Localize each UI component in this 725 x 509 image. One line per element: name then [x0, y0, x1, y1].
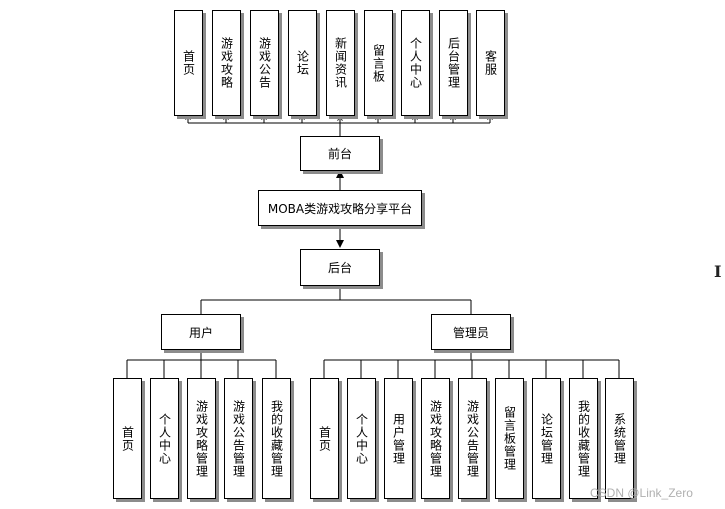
user-item-favorites-management: 我的收藏管理: [262, 378, 291, 499]
user-item-label: 游戏公告管理: [231, 399, 246, 478]
user-item-label: 我的收藏管理: [269, 399, 284, 478]
frontend-item-label: 新闻资讯: [333, 37, 348, 89]
frontend-item-game-guides: 游戏攻略: [212, 10, 241, 116]
admin-item-message-board-management: 留言板管理: [495, 378, 524, 499]
user-item-personal-center: 个人中心: [150, 378, 179, 499]
admin-item-label: 首页: [317, 425, 332, 452]
admin-branches: [323, 360, 620, 378]
admin-item-label: 游戏公告管理: [465, 399, 480, 478]
admin-node: 管理员: [431, 314, 511, 350]
admin-item-system-management: 系统管理: [605, 378, 634, 499]
user-item-label: 个人中心: [157, 412, 172, 465]
watermark: CSDN @Link_Zero: [590, 486, 693, 500]
backend-label: 后台: [327, 261, 352, 275]
root-node: MOBA类游戏攻略分享平台: [258, 190, 422, 226]
admin-item-label: 游戏攻略管理: [428, 399, 443, 478]
admin-item-label: 我的收藏管理: [576, 399, 591, 478]
frontend-item-personal-center: 个人中心: [401, 10, 430, 116]
frontend-item-label: 客服: [483, 50, 498, 76]
frontend-item-label: 留言板: [371, 43, 386, 83]
frontend-item-label: 论坛: [295, 50, 310, 76]
user-item-guide-management: 游戏攻略管理: [187, 378, 216, 499]
frontend-item-game-notices: 游戏公告: [250, 10, 279, 116]
admin-item-guide-management: 游戏攻略管理: [421, 378, 450, 499]
user-item-home: 首页: [113, 378, 142, 499]
admin-label: 管理员: [452, 325, 489, 340]
frontend-item-label: 后台管理: [446, 37, 461, 89]
frontend-item-label: 游戏攻略: [219, 37, 234, 89]
user-node: 用户: [161, 314, 241, 350]
admin-item-label: 留言板管理: [502, 406, 517, 471]
frontend-label: 前台: [327, 147, 352, 161]
frontend-item-customer-service: 客服: [476, 10, 505, 116]
admin-item-forum-management: 论坛管理: [532, 378, 561, 499]
user-item-label: 游戏攻略管理: [194, 399, 209, 478]
user-label: 用户: [188, 325, 213, 340]
user-item-label: 首页: [120, 425, 135, 452]
frontend-item-news: 新闻资讯: [326, 10, 355, 116]
frontend-item-admin-entry: 后台管理: [439, 10, 468, 116]
frontend-item-label: 首页: [181, 50, 196, 76]
admin-item-favorites-management: 我的收藏管理: [569, 378, 598, 499]
admin-item-personal-center: 个人中心: [347, 378, 376, 499]
root-label: MOBA类游戏攻略分享平台: [267, 201, 413, 216]
frontend-item-message-board: 留言板: [364, 10, 393, 116]
frontend-item-forum: 论坛: [288, 10, 317, 116]
frontend-item-label: 个人中心: [408, 37, 423, 89]
frontend-branches: [188, 116, 490, 123]
frontend-item-label: 游戏公告: [257, 37, 272, 89]
frontend-node: 前台: [300, 136, 380, 171]
admin-item-label: 系统管理: [612, 412, 627, 465]
user-branches: [126, 360, 277, 378]
admin-item-notice-management: 游戏公告管理: [458, 378, 487, 499]
frontend-item-home: 首页: [174, 10, 203, 116]
admin-item-user-management: 用户管理: [384, 378, 413, 499]
admin-item-label: 用户管理: [391, 412, 406, 465]
admin-item-label: 个人中心: [354, 412, 369, 465]
user-item-notice-management: 游戏公告管理: [224, 378, 253, 499]
admin-item-home: 首页: [310, 378, 339, 499]
backend-node: 后台: [300, 249, 380, 286]
admin-item-label: 论坛管理: [539, 412, 554, 465]
cropped-glyph: I: [714, 262, 722, 281]
